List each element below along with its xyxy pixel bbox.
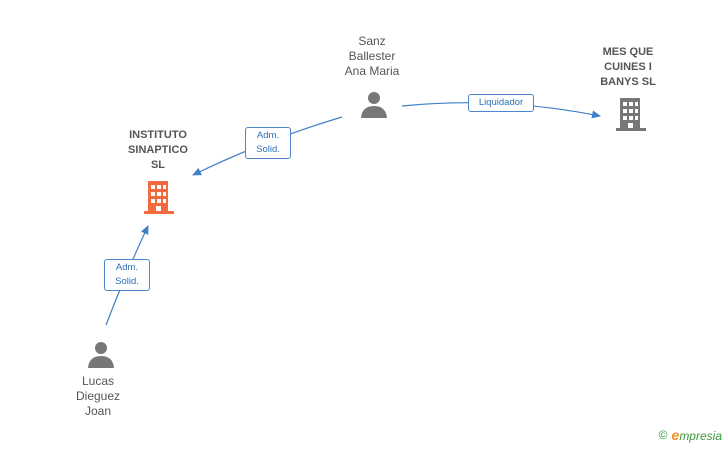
building-icon[interactable] [614, 96, 648, 132]
edge-label-text: Adm. [115, 262, 139, 273]
person-icon[interactable] [359, 89, 389, 119]
label-line: Ana Maria [344, 64, 400, 78]
label-line: SL [150, 159, 166, 171]
edge-label-adm-sanz[interactable]: Adm. Solid. [245, 127, 291, 159]
label-line: Joan [84, 404, 112, 418]
label-line: SINAPTICO [128, 144, 188, 156]
label-line: CUINES I [604, 61, 652, 73]
label-line: INSTITUTO [129, 129, 187, 141]
edge-label-text: Liquidador [478, 97, 524, 108]
person-label-lucas: Lucas Dieguez Joan [53, 374, 143, 419]
copyright-icon: © [658, 428, 668, 442]
edge-label-adm-lucas[interactable]: Adm. Solid. [104, 259, 150, 291]
label-line: Sanz [358, 34, 386, 48]
edge-label-text: Adm. [256, 130, 280, 141]
label-line: MES QUE [602, 46, 654, 58]
label-line: Ballester [348, 49, 396, 63]
company-label-instituto[interactable]: INSTITUTO SINAPTICO SL [113, 128, 203, 173]
edge-label-text: Solid. [115, 276, 139, 287]
company-label-mes-que[interactable]: MES QUE CUINES I BANYS SL [583, 45, 673, 90]
empresia-logo[interactable]: © empresia [659, 427, 722, 443]
label-line: Dieguez [75, 389, 121, 403]
label-line: BANYS SL [600, 76, 656, 88]
person-icon[interactable] [86, 339, 116, 369]
edge-label-text: Solid. [256, 144, 280, 155]
brand-e: e [671, 427, 680, 443]
brand-name: mpresia [679, 429, 722, 443]
edge-label-liquidador[interactable]: Liquidador [468, 94, 534, 112]
building-icon-highlighted[interactable] [142, 179, 176, 215]
label-line: Lucas [81, 374, 115, 388]
person-label-sanz: Sanz Ballester Ana Maria [327, 34, 417, 79]
